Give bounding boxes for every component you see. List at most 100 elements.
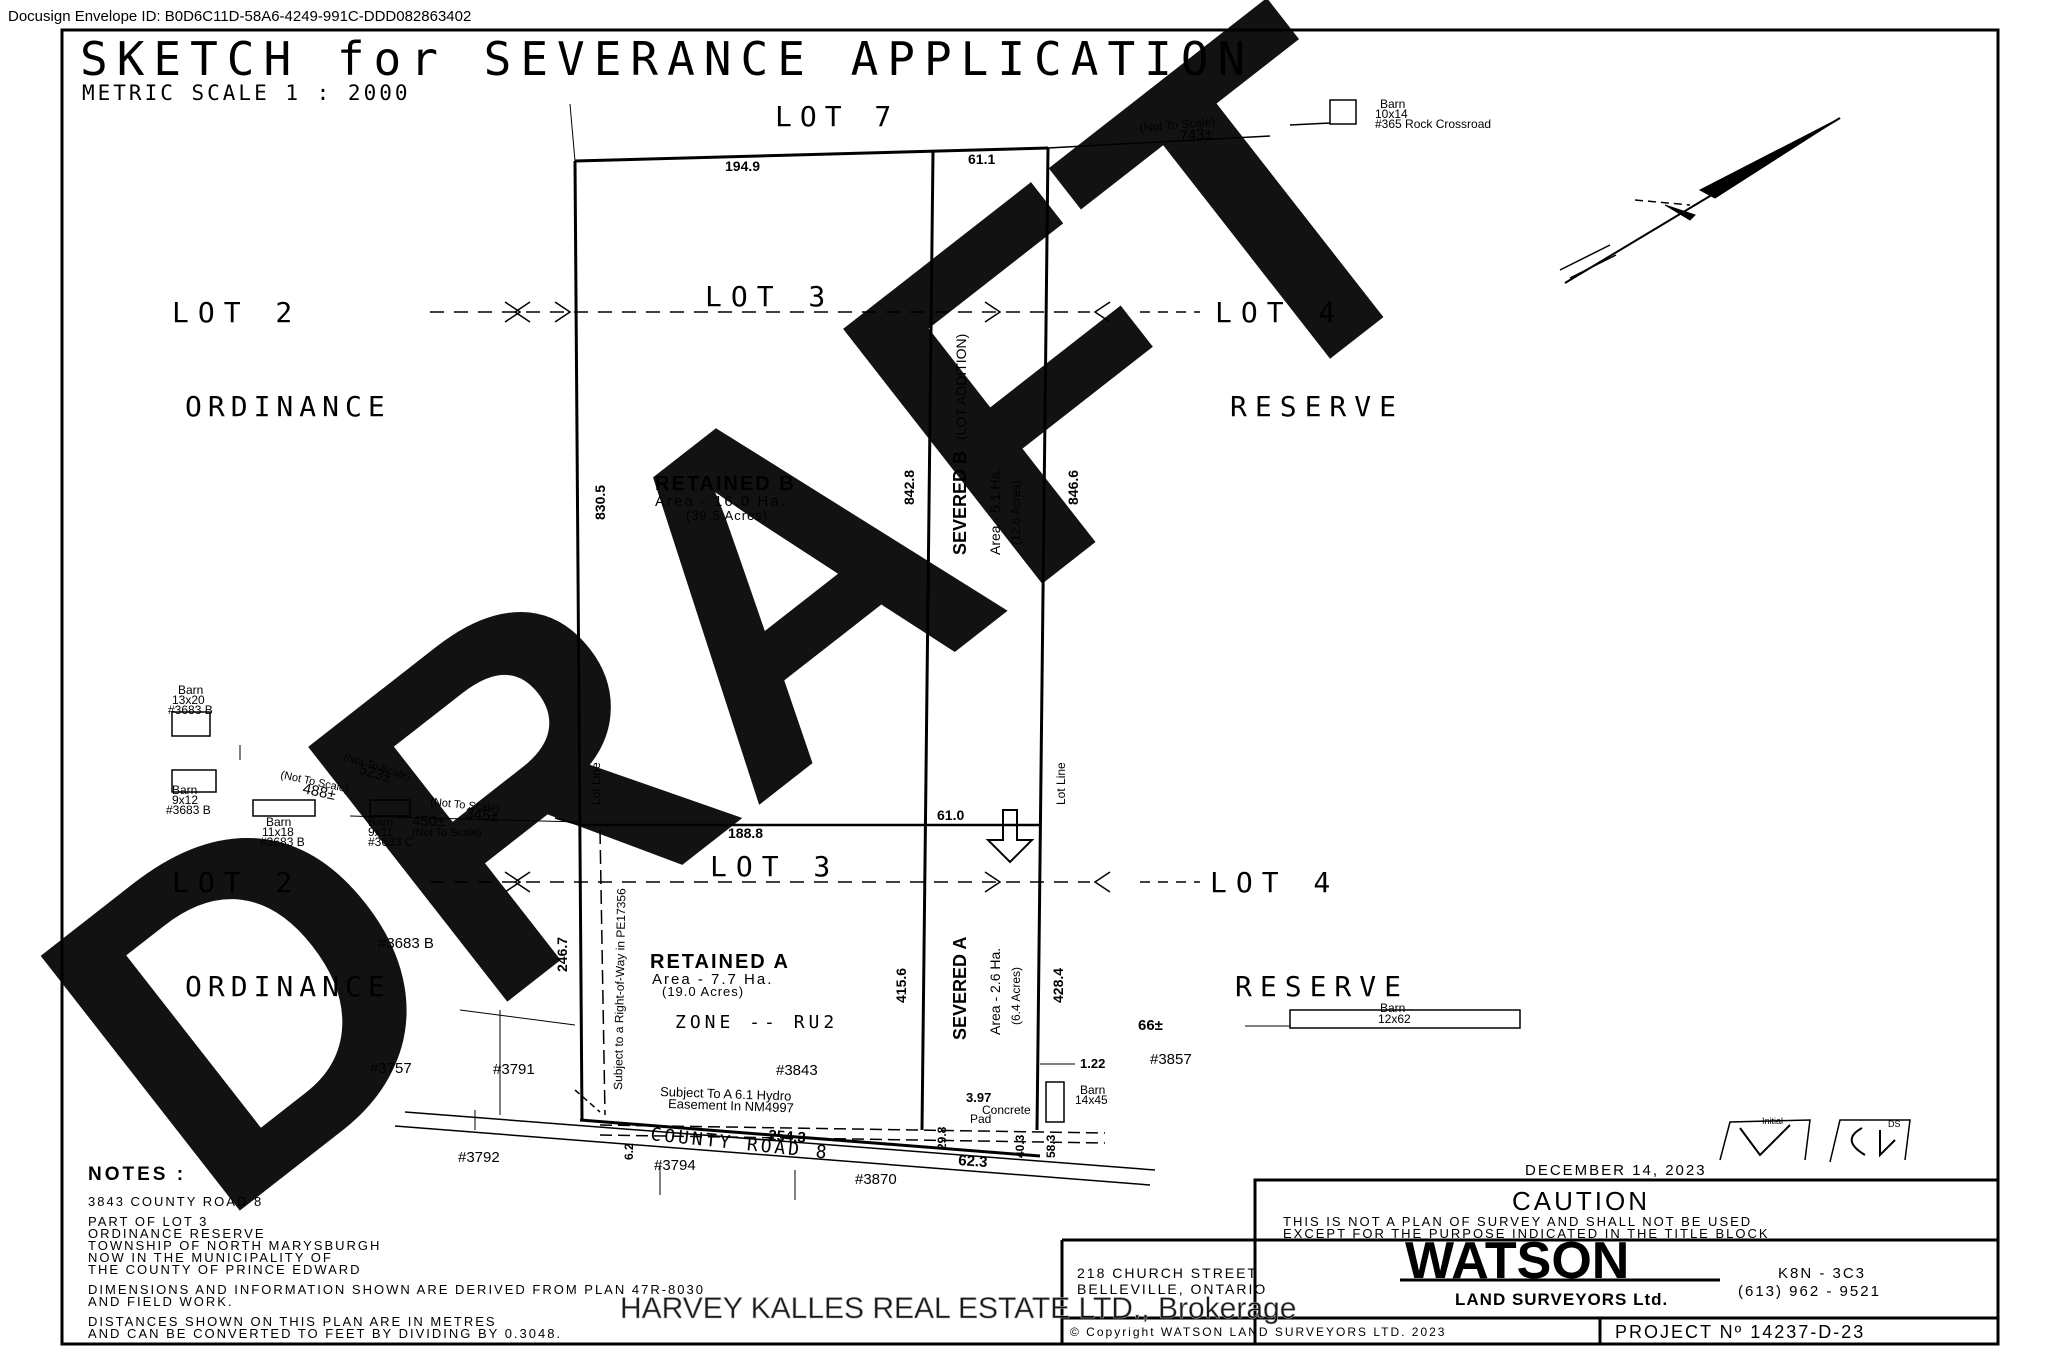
- dimension-labels: 194.9 61.1 830.5 842.8 846.6 188.8 61.0 …: [554, 151, 1163, 1171]
- addr-3870: #3870: [855, 1171, 897, 1188]
- label-lot3-lower: LOT 3: [710, 850, 839, 883]
- dim-450: 450±: [412, 813, 445, 830]
- severed-a-acres: (6.4 Acres): [1009, 967, 1023, 1025]
- note-line: AND CAN BE CONVERTED TO FEET BY DIVIDING…: [88, 1326, 562, 1341]
- addr-3683b: #3683 B: [378, 935, 434, 952]
- note-line: THE COUNTY OF PRINCE EDWARD: [88, 1262, 362, 1277]
- dim-188-8: 188.8: [728, 825, 763, 841]
- right-of-way-note: Subject to a Right-of-Way in PE17356: [611, 888, 629, 1090]
- zone-label: ZONE -- RU2: [675, 1012, 838, 1033]
- company-logo-sub: LAND SURVEYORS Ltd.: [1455, 1290, 1668, 1309]
- retained-b-title: RETAINED B: [655, 473, 796, 495]
- concrete-pad-2: Pad: [970, 1112, 991, 1126]
- note-line: NOW IN THE MUNICIPALITY OF: [88, 1250, 333, 1265]
- hydro-note-1: Subject To A 6.1 Hydro: [660, 1084, 792, 1104]
- barn1-label: Barn: [178, 683, 203, 697]
- dim-61-1: 61.1: [968, 151, 995, 167]
- barn2-address: #3683 B: [166, 803, 211, 817]
- parcel-labels: RETAINED B Area - 16.0 Ha. (39.5 Acres) …: [650, 334, 1023, 1040]
- retained-b-acres: (39.5 Acres): [686, 508, 768, 523]
- concrete-pad-1: Concrete: [982, 1103, 1031, 1117]
- note-line: ORDINANCE RESERVE: [88, 1226, 266, 1241]
- notes-heading: NOTES :: [88, 1164, 186, 1185]
- severed-a-title: SEVERED A: [950, 937, 970, 1040]
- barn3-size: 11x18: [262, 825, 294, 839]
- label-ordinance-upper: ORDINANCE: [185, 390, 391, 423]
- severed-b-area: Area - 5.1 Ha.: [987, 468, 1003, 555]
- dim-846-6: 846.6: [1065, 470, 1081, 505]
- severed-b-note: (LOT ADDITION): [953, 334, 969, 440]
- company-logo: WATSON: [1405, 1232, 1629, 1290]
- label-reserve-lower: RESERVE: [1235, 970, 1409, 1003]
- label-lot4-upper: LOT 4: [1215, 296, 1344, 329]
- hydro-note-2: Easement In NM4997: [668, 1096, 794, 1115]
- ds-label: DS: [1888, 1119, 1901, 1129]
- caution-block: CAUTION THIS IS NOT A PLAN OF SURVEY AND…: [1283, 1186, 1770, 1241]
- property-lines: [171, 99, 2000, 1346]
- addr-3757: #3757: [370, 1060, 412, 1077]
- label-lot3-upper: LOT 3: [705, 280, 834, 313]
- envelope-id: Docusign Envelope ID: B0D6C11D-58A6-4249…: [8, 8, 471, 25]
- note-line: PART OF LOT 3: [88, 1214, 208, 1229]
- dim-62-3: 62.3: [958, 1152, 988, 1171]
- retained-a-acres: (19.0 Acres): [662, 984, 744, 999]
- dim-428-4: 428.4: [1050, 968, 1066, 1003]
- barn3-label: Barn: [266, 815, 291, 829]
- sheet-title: SKETCH for SEVERANCE APPLICATION: [80, 32, 1254, 86]
- note-line: 3843 COUNTY ROAD 8: [88, 1194, 263, 1209]
- tb-phone: (613) 962 - 9521: [1738, 1283, 1881, 1300]
- lot-labels: LOT 7 LOT 2 LOT 3 LOT 4 ORDINANCE RESERV…: [172, 100, 1409, 1003]
- barn4-label: Barn: [368, 815, 393, 829]
- addr-3857: #3857: [1150, 1051, 1192, 1068]
- dim-6-2: 6.2: [622, 1143, 636, 1160]
- note-line: DIMENSIONS AND INFORMATION SHOWN ARE DER…: [88, 1282, 705, 1297]
- barn-365-address: #365 Rock Crossroad: [1375, 117, 1491, 131]
- barn3-address: #3683 B: [260, 835, 305, 849]
- dim-246-7: 246.7: [554, 937, 570, 972]
- addr-3791: #3791: [493, 1061, 535, 1078]
- barn-14x45-size: 14x45: [1075, 1093, 1108, 1107]
- tb-project: PROJECT Nº 14237-D-23: [1615, 1322, 1865, 1342]
- note-line: AND FIELD WORK.: [88, 1294, 234, 1309]
- retained-a-area: Area - 7.7 Ha.: [652, 971, 773, 988]
- label-reserve-upper: RESERVE: [1230, 390, 1404, 423]
- dim-194-9: 194.9: [725, 158, 760, 174]
- note-line: TOWNSHIP OF NORTH MARYSBURGH: [88, 1238, 381, 1253]
- nts-743: (Not To Scale): [1139, 114, 1216, 135]
- dim-29-8: 29.8: [935, 1126, 949, 1150]
- severed-a-area: Area - 2.6 Ha.: [987, 948, 1003, 1035]
- barn1-size: 13x20: [172, 693, 205, 707]
- dim-61-0: 61.0: [937, 807, 964, 823]
- label-ordinance-lower: ORDINANCE: [185, 970, 391, 1003]
- severed-b-acres: (12.6 Acres): [1009, 480, 1023, 545]
- retained-a-title: RETAINED A: [650, 951, 790, 973]
- label-lot2-lower: LOT 2: [172, 866, 301, 899]
- sheet-border: [60, 28, 2000, 1346]
- dim-743: 743±: [1179, 125, 1214, 145]
- tb-address-1: 218 CHURCH STREET: [1077, 1265, 1258, 1281]
- caution-line-2: EXCEPT FOR THE PURPOSE INDICATED IN THE …: [1283, 1226, 1770, 1241]
- barn-365-size: 10x14: [1375, 107, 1408, 121]
- barn4-size: 9x11: [368, 825, 393, 839]
- tb-postal: K8N - 3C3: [1778, 1265, 1866, 1282]
- barn2-size: 9x12: [172, 793, 198, 807]
- initial-label: Initial: [1762, 1116, 1783, 1126]
- dim-254-3: 254.3: [768, 1127, 807, 1147]
- label-lot7: LOT 7: [775, 100, 899, 133]
- sheet-date: DECEMBER 14, 2023: [1525, 1162, 1707, 1179]
- label-lot2-upper: LOT 2: [172, 296, 301, 329]
- barn-12x62-size: 12x62: [1378, 1012, 1411, 1026]
- dim-1-22: 1.22: [1080, 1056, 1105, 1071]
- addr-3843: #3843: [776, 1062, 818, 1079]
- dim-842-8: 842.8: [901, 470, 917, 505]
- dim-415-6: 415.6: [893, 968, 909, 1003]
- dim-345: 345±: [465, 805, 500, 825]
- lot-line-right: Lot Line: [1054, 762, 1068, 805]
- dim-488: 488±: [301, 780, 337, 804]
- label-lot4-lower: LOT 4: [1210, 866, 1339, 899]
- dim-66: 66±: [1138, 1017, 1163, 1034]
- barn4-address: #3683 C: [368, 835, 414, 849]
- retained-b-area: Area - 16.0 Ha.: [655, 493, 787, 510]
- dim-58-3: 58.3: [1044, 1134, 1058, 1158]
